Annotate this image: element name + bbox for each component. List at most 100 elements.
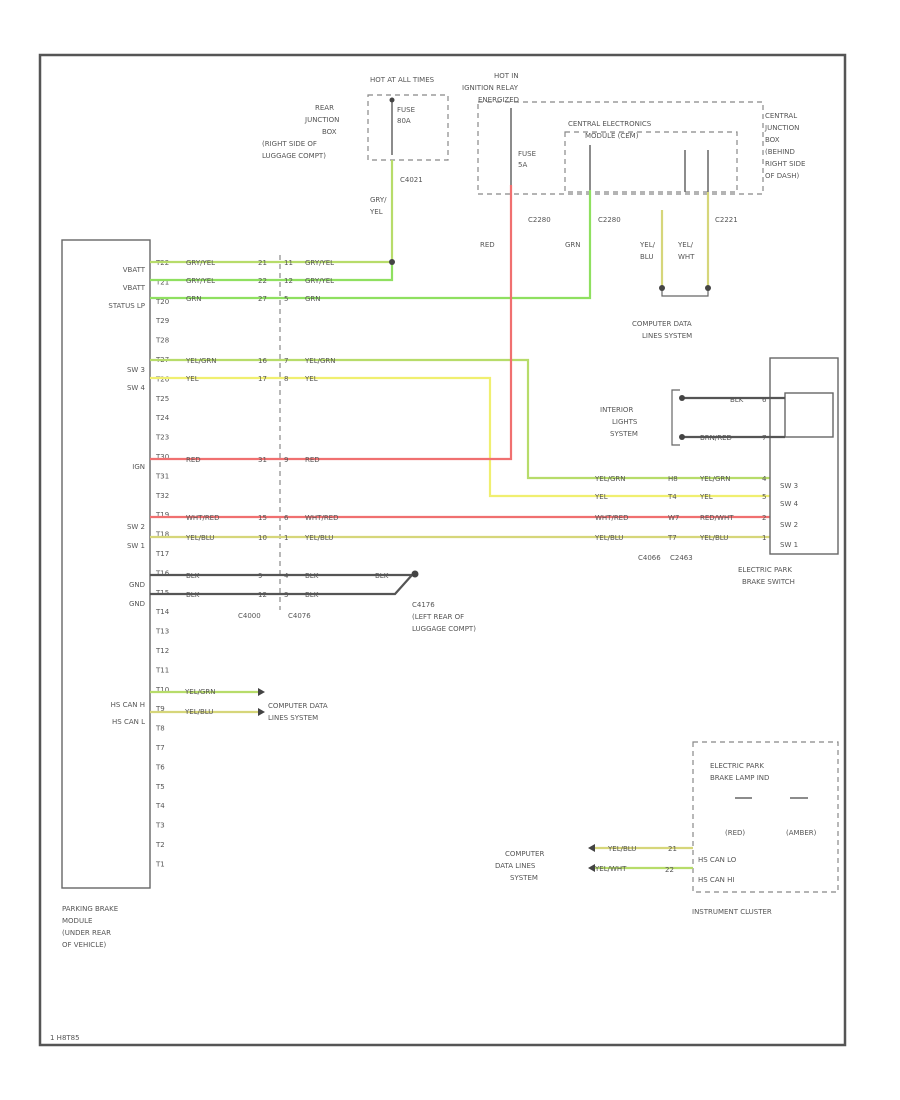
inline-pin-b: 8 [284,375,288,383]
module-pin-number: T17 [155,550,169,558]
module-pin-number: T31 [155,472,169,480]
blk-wire-label: BLK [730,396,744,404]
wire-code-left: RED [186,456,201,464]
inline-pin-b: 3 [284,591,288,599]
cem-label-2: MODULE (CEM) [585,132,639,140]
epb-wire-code-left: YEL/GRN [594,475,625,483]
wire-code-right: GRY/YEL [305,259,334,267]
interior-lights-1: INTERIOR [600,406,633,414]
wire-sw4 [150,376,770,498]
module-pin-number: T18 [155,531,169,539]
epb-wire-code-right: YEL/BLU [699,534,728,542]
diagram-frame [38,53,847,1047]
module-pin-number: T2 [155,841,165,849]
inline-pin-a: 12 [258,591,267,599]
epb-pin-r: 5 [762,493,766,501]
amber-lamp-label: (AMBER) [786,829,817,837]
connector-c4066: C4066 [638,554,661,562]
module-label-3: (UNDER REAR [62,929,111,937]
inline-pin-b: 11 [284,259,293,267]
rear-junction-box-label-4: (RIGHT SIDE OF [262,140,317,148]
cluster-title: INSTRUMENT CLUSTER [692,908,772,916]
module-pin-number: T1 [155,860,165,868]
wire-code-right: YEL [304,375,318,383]
inline-pin-b: 1 [284,534,288,542]
cjb-label-2: JUNCTION [764,124,799,132]
cluster-cdl-2: DATA LINES [495,862,536,870]
module-pin-label: SW 1 [127,542,145,550]
module-pin-label: SW 2 [127,523,145,531]
epb-switch-lamp [784,392,834,438]
wire-code-left: GRN [186,295,202,303]
module-pin-label: GND [129,600,145,608]
module-pin-number: T5 [155,783,165,791]
module-pin-label: VBATT [123,284,146,292]
connector-c2463: C2463 [670,554,693,562]
lamp-ind-2: BRAKE LAMP IND [710,774,769,782]
connector-c2280-a: C2280 [528,216,551,224]
wire-code-left: GRY/YEL [186,277,215,285]
cdl-top-label-2: LINES SYSTEM [642,332,692,340]
red-lamp-label: (RED) [725,829,745,837]
can-cdl-label-2: LINES SYSTEM [268,714,318,722]
epb-wire-code-left: WHT/RED [595,514,629,522]
wire-status-lp [150,190,592,300]
module-pin-number: T10 [155,686,169,694]
cdl-top-label-1: COMPUTER DATA [632,320,692,328]
module-pin-number: T23 [155,434,169,442]
epb-wire-code-right: YEL [699,493,713,501]
module-pin-number: T32 [155,492,169,500]
module-outline [61,239,151,889]
epb-pin-l: T4 [667,493,677,501]
epb-switch-outline [769,357,839,555]
inline-pin-b: 4 [284,572,289,580]
epb-wire-code-left: YEL [594,493,608,501]
instrument-cluster: ELECTRIC PARK BRAKE LAMP IND (RED) (AMBE… [495,741,839,916]
inline-pin-b: 6 [284,514,289,522]
cjb-label-5: RIGHT SIDE [765,160,805,168]
wires [150,160,770,716]
wire-gnd-2 [150,574,413,596]
cjb-label-4: (BEHIND [765,148,795,156]
epb-switch-label-2: BRAKE SWITCH [742,578,795,586]
module-pin-number: T9 [155,705,165,713]
inline-pin-a: 22 [258,277,267,285]
rear-junction-box-label-3: BOX [322,128,337,136]
module-pin-number: T24 [155,414,170,422]
rear-junction-box-label-1: REAR [315,104,334,112]
wire-code-left: YEL [185,375,199,383]
inline-pin-a: 16 [258,357,267,365]
inline-pin-a: 21 [258,259,267,267]
module-pin-number: T8 [155,725,165,733]
module-pin-label: VBATT [123,266,146,274]
cluster-cdl-3: SYSTEM [510,874,538,882]
wire-code-right: RED [305,456,320,464]
cjb-label-6: OF DASH) [765,172,800,180]
wire-yelblu-1: YEL/ [639,241,656,249]
module-pin-number: T20 [155,298,169,306]
inline-pin-b: 9 [284,456,288,464]
module-pin-number: T29 [155,317,169,325]
epb-switch-pin-label: SW 2 [780,521,798,529]
inline-pin-a: 15 [258,514,267,522]
cjb-label-3: BOX [765,136,780,144]
pin-brn: 7 [762,434,766,442]
inline-pin-a: 31 [258,456,267,464]
module-pin-number: T16 [155,569,170,577]
module-pin-number: T15 [155,589,169,597]
cluster-outline [692,741,839,893]
epb-switch-group: INTERIOR LIGHTS SYSTEM BLK BRN/RED 6 7 S… [594,357,839,586]
wire-code-right: GRN [305,295,321,303]
can-h-wire-label: YEL/GRN [184,688,215,696]
wire-code-right: BLK [305,591,319,599]
epb-switch-pin-label: SW 3 [780,482,798,490]
rear-junction-box-outline [367,94,449,161]
hs-can-lo-label: HS CAN LO [698,856,737,864]
module-pin-label: HS CAN H [111,701,145,709]
wire-code-right: GRY/YEL [305,277,334,285]
cluster-pin-22: 22 [665,866,674,874]
module-pin-number: T3 [155,822,165,830]
